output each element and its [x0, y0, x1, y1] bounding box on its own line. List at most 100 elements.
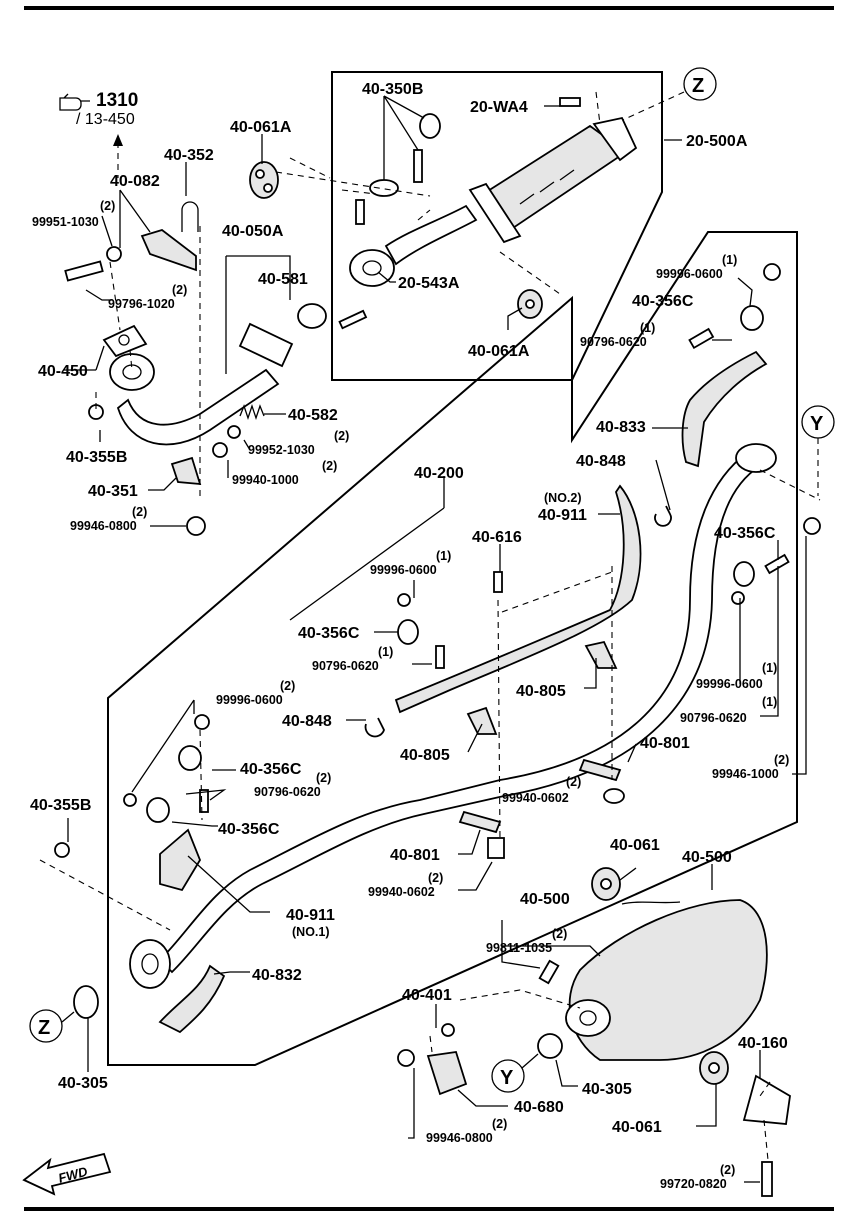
- qty-99946-0800-t: (2): [132, 505, 147, 519]
- bottom-rule: [24, 1207, 834, 1211]
- svg-text:Z: Z: [38, 1017, 50, 1039]
- catalytic-converter[interactable]: [349, 116, 638, 287]
- qty-99951: (2): [100, 199, 115, 213]
- hanger-40-848-left[interactable]: [364, 717, 385, 738]
- stud-20-543A[interactable]: [338, 309, 368, 330]
- label-40-355B-top: 40-355B: [66, 449, 127, 466]
- front-pipe-40-050A[interactable]: [109, 322, 294, 446]
- label-99996-0600-tr: 99996-0600: [656, 267, 723, 281]
- label-99951-1030: 99951-1030: [32, 215, 99, 229]
- nut-99996-0600-m[interactable]: [397, 593, 411, 607]
- label-40-500-m: 40-500: [520, 891, 570, 908]
- label-40-582: 40-582: [288, 407, 338, 424]
- bolt-90796-0620-tr[interactable]: [688, 327, 715, 350]
- label-40-305-left: 40-305: [58, 1075, 108, 1092]
- nut-99996-0600-l[interactable]: [194, 714, 210, 730]
- label-no1: (NO.1): [292, 925, 330, 939]
- clamp-40-356C-tr[interactable]: [740, 305, 764, 331]
- label-40-061A-top: 40-061A: [230, 119, 292, 136]
- bracket-40-805-b[interactable]: [466, 706, 498, 735]
- bolt-40-352[interactable]: [181, 201, 199, 232]
- bolt-20-wa4[interactable]: [559, 97, 581, 107]
- bracket-40-801-r[interactable]: [578, 758, 622, 782]
- nut-99940-0602-r[interactable]: [603, 788, 625, 804]
- gasket-40-581[interactable]: [297, 303, 327, 329]
- label-99940-1000: 99940-1000: [232, 473, 299, 487]
- heat-insulator-40-833[interactable]: [681, 350, 768, 468]
- nut-40-355B-l[interactable]: [54, 842, 70, 858]
- label-99946-0800-b: 99946-0800: [426, 1131, 493, 1145]
- bracket-40-805-a[interactable]: [584, 640, 618, 669]
- callout-z-bottom: Z: [29, 1009, 75, 1043]
- rubber-mount-40-061A-mid[interactable]: [517, 289, 543, 319]
- washer-99951-1030[interactable]: [106, 246, 122, 262]
- qty-99952: (2): [334, 429, 349, 443]
- muffler-40-500[interactable]: [565, 899, 768, 1061]
- spring-40-582[interactable]: [239, 403, 265, 421]
- label-40-356C-l2: 40-356C: [218, 821, 280, 838]
- bracket-40-082[interactable]: [140, 229, 197, 272]
- hanger-40-350B[interactable]: [355, 113, 441, 225]
- rubber-mount-40-061A-top[interactable]: [249, 161, 279, 199]
- ref-sub: / 13-450: [76, 111, 135, 128]
- label-40-832: 40-832: [252, 967, 302, 984]
- nut-99996-0600-r[interactable]: [731, 591, 745, 605]
- label-40-352: 40-352: [164, 147, 214, 164]
- qty-90796-0620-r: (1): [762, 695, 777, 709]
- bolt-99811-1035[interactable]: [538, 959, 560, 985]
- label-40-355B-left: 40-355B: [30, 797, 91, 814]
- bracket-40-160[interactable]: [742, 1074, 791, 1125]
- nut-40-401[interactable]: [441, 1023, 455, 1037]
- label-no2: (NO.2): [544, 491, 582, 505]
- nut-99946-0800-b[interactable]: [397, 1049, 415, 1067]
- nut-99940-1000[interactable]: [212, 442, 228, 458]
- qty-99946-1000: (2): [774, 753, 789, 767]
- label-40-581: 40-581: [258, 271, 308, 288]
- leader-lines: [64, 95, 807, 1183]
- mount-40-680[interactable]: [426, 1051, 468, 1096]
- nut-99996-0600-l2[interactable]: [123, 793, 137, 807]
- bolt-99720-0820[interactable]: [761, 1161, 773, 1197]
- label-40-911-no1: 40-911: [286, 907, 335, 924]
- label-99952-1030: 99952-1030: [248, 443, 315, 457]
- insulator-40-832[interactable]: [158, 964, 226, 1034]
- rubber-mount-40-061-r[interactable]: [591, 867, 621, 901]
- rubber-mount-40-061-b[interactable]: [699, 1051, 729, 1085]
- bolt-90796-0620-m[interactable]: [435, 645, 445, 669]
- label-40-848-left: 40-848: [282, 713, 332, 730]
- bolt-99796-1020[interactable]: [64, 260, 104, 282]
- clamp-40-356C-m[interactable]: [397, 619, 419, 645]
- clamp-40-356C-l2[interactable]: [146, 797, 170, 823]
- qty-99811-1035: (2): [552, 927, 567, 941]
- label-40-350B: 40-350B: [362, 81, 423, 98]
- pipe-40-200[interactable]: [129, 443, 777, 989]
- gasket-40-305-l[interactable]: [73, 985, 99, 1019]
- washer-99952-1030[interactable]: [227, 425, 241, 439]
- reference-block[interactable]: 1310 / 13-450: [59, 90, 138, 178]
- bolt-90796-0620-l[interactable]: [199, 789, 209, 813]
- nut-99946-0800-top[interactable]: [186, 516, 206, 536]
- nut-99996-0600-tr[interactable]: [763, 263, 781, 281]
- hanger-40-848-right[interactable]: [654, 505, 672, 527]
- insulator-40-911-no2[interactable]: [394, 484, 642, 714]
- gasket-40-450[interactable]: [102, 324, 148, 358]
- svg-text:Z: Z: [692, 75, 704, 97]
- bolt-40-616[interactable]: [493, 571, 503, 593]
- bracket-40-351[interactable]: [170, 456, 202, 486]
- muffler-pipe-box: [107, 231, 798, 1066]
- bracket-40-801-m[interactable]: [458, 810, 502, 834]
- nut-99946-1000[interactable]: [803, 517, 821, 535]
- label-40-200: 40-200: [414, 465, 464, 482]
- insulator-40-911-no1[interactable]: [159, 828, 202, 892]
- bolt-90796-0620-r[interactable]: [764, 553, 790, 575]
- label-90796-0620-m: 90796-0620: [312, 659, 379, 673]
- gasket-40-305-m[interactable]: [537, 1033, 563, 1059]
- label-99946-0800-top: 99946-0800: [70, 519, 137, 533]
- nut-99940-0602-m[interactable]: [487, 837, 505, 859]
- ref-main: 1310: [96, 90, 138, 111]
- svg-text:Y: Y: [810, 413, 824, 435]
- clamp-40-356C-r[interactable]: [733, 561, 755, 587]
- clamp-40-356C-l1[interactable]: [178, 745, 202, 771]
